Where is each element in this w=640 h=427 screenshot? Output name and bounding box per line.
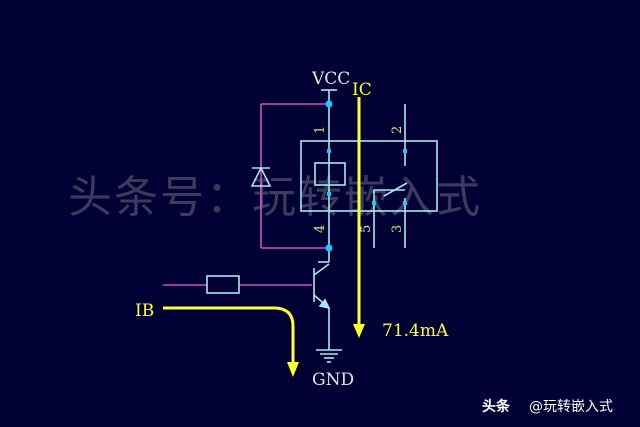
junction-nodes [325, 100, 333, 252]
vcc-label: VCC [311, 69, 350, 89]
current-value: 71.4mA [382, 321, 449, 341]
pin-4-label: 4 [313, 225, 328, 233]
ic-label: IC [352, 80, 372, 100]
ib-current-arrow [163, 306, 299, 377]
gnd-label: GND [312, 370, 354, 390]
pin-2-label: 2 [390, 126, 405, 134]
footer-brand: 头条 [482, 398, 511, 415]
relay [300, 104, 438, 248]
relay-internal-dots [327, 149, 407, 205]
relay-coil [314, 162, 346, 186]
pin-3-label: 3 [390, 225, 405, 233]
diode-wiring [260, 103, 329, 249]
ground-symbol [316, 349, 342, 363]
ic-current-arrow [353, 97, 365, 338]
flyback-diode [250, 166, 272, 187]
footer-handle: @玩转嵌入式 [529, 399, 613, 415]
relay-housing [300, 140, 438, 212]
node-vcc [325, 100, 333, 108]
pin-1-label: 1 [313, 126, 328, 134]
relay-switch-arm [383, 182, 408, 197]
watermark-text: 头条号：玩转嵌入式 [68, 172, 482, 223]
base-resistor [206, 275, 240, 294]
npn-transistor [313, 263, 331, 350]
node-pin4 [325, 244, 333, 252]
ib-label: IB [135, 301, 154, 321]
pin-5-label: 5 [359, 225, 374, 233]
